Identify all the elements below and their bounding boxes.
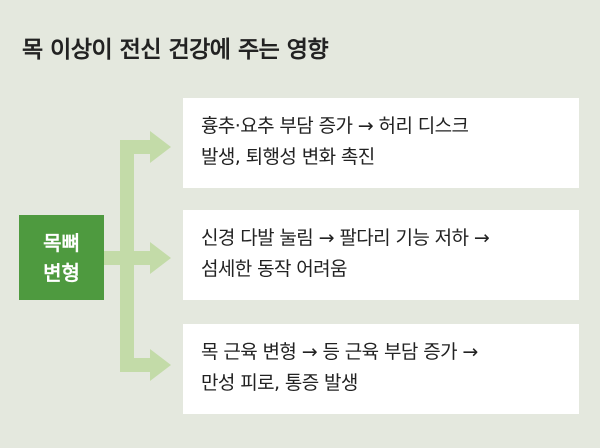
effect-card-nerve: 신경 다발 눌림 → 팔다리 기능 저하 → 섬세한 동작 어려움 (183, 210, 579, 300)
cause-box: 목뼈 변형 (19, 215, 104, 300)
arrowhead-2 (150, 242, 171, 274)
effect-card-spine: 흉추·요추 부담 증가 → 허리 디스크 발생, 퇴행성 변화 촉진 (183, 98, 579, 188)
page-title: 목 이상이 전신 건강에 주는 영향 (22, 37, 329, 63)
connector-branch-2 (120, 251, 156, 265)
arrowhead-3 (150, 349, 171, 381)
connector-branch-3 (120, 358, 156, 372)
arrowhead-1 (150, 131, 171, 163)
effect-card-muscle: 목 근육 변형 → 등 근육 부담 증가 → 만성 피로, 통증 발생 (183, 324, 579, 414)
connector-branch-1 (120, 140, 156, 154)
